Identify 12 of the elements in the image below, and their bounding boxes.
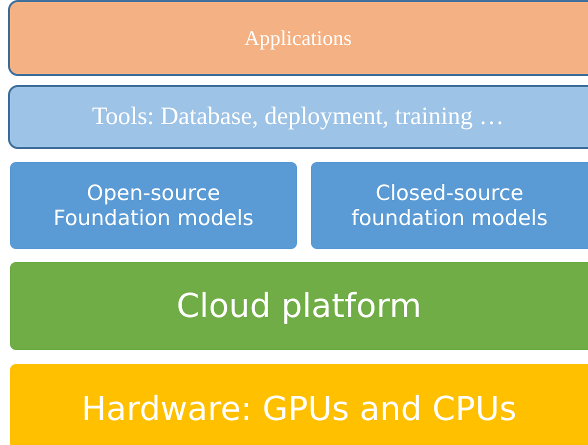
layer-label: Tools: Database, deployment, training … (92, 102, 504, 132)
layer-box (311, 162, 588, 249)
layer-label: Applications (244, 26, 352, 50)
layer-band (10, 364, 588, 445)
layer-band (8, 85, 588, 149)
layer-label: Hardware: GPUs and CPUs (81, 390, 517, 428)
layer-label: Cloud platform (176, 287, 422, 325)
layer-label: Closed-source foundation models (350, 181, 549, 230)
layer-label: Open-source Foundation models (52, 181, 255, 230)
layer-box (10, 162, 297, 249)
layer-band (10, 262, 588, 350)
layer-band (8, 0, 588, 76)
